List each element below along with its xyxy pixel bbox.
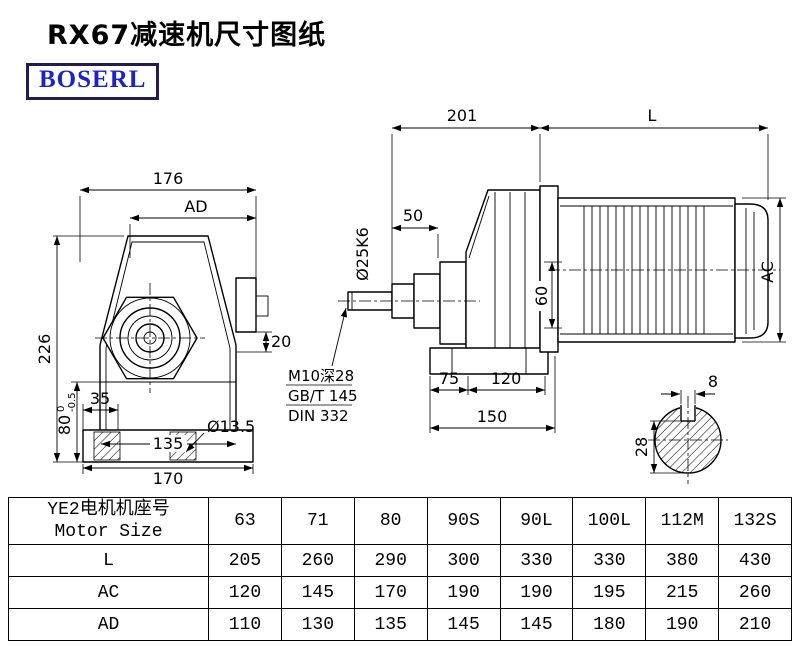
cell-ad-71: 130: [280, 608, 355, 641]
cell-ad-63: 110: [208, 608, 282, 641]
cell-l-132s: 430: [718, 544, 792, 577]
dim-label-50: 50: [403, 206, 423, 225]
dim-label-80-tol-lower: -0.5: [67, 392, 78, 412]
size-col-80: 80: [353, 497, 428, 545]
fan-cover: [734, 203, 769, 339]
table-header-cn: YE2电机机座号: [47, 500, 170, 520]
shaft-section: 8 28: [632, 372, 728, 484]
cell-ac-112m: 215: [645, 576, 720, 609]
size-col-112m: 112M: [645, 497, 720, 545]
cell-ad-90l: 145: [499, 608, 574, 641]
flange-stub: [255, 295, 269, 317]
note-thread: M10深28: [288, 367, 354, 385]
dim-label-ac: AC: [758, 261, 777, 283]
gearbox-base-side: [429, 347, 549, 375]
dim-label-35: 35: [90, 389, 110, 408]
dim-label-176: 176: [153, 169, 184, 188]
cell-ad-100l: 180: [572, 608, 647, 641]
cell-l-100l: 330: [572, 544, 647, 577]
note-din: DIN 332: [288, 407, 349, 425]
cell-ac-80: 170: [353, 576, 428, 609]
size-col-132s: 132S: [718, 497, 792, 545]
dim-label-170: 170: [153, 469, 184, 488]
size-col-100l: 100L: [572, 497, 647, 545]
cell-l-112m: 380: [645, 544, 720, 577]
size-col-90l: 90L: [499, 497, 574, 545]
dim-label-150: 150: [477, 407, 508, 426]
cell-l-80: 290: [353, 544, 428, 577]
table-header-motor-size: YE2电机机座号 Motor Size: [8, 497, 209, 545]
size-col-71: 71: [280, 497, 355, 545]
housing-ribs: [494, 192, 526, 350]
housing-outline-front: [99, 235, 237, 430]
cell-ac-90l: 190: [499, 576, 574, 609]
dim-label-hole: Ø13.5: [207, 417, 255, 436]
side-view: 201 L 50 Ø25K6 60 AC M10: [286, 106, 786, 433]
dim-label-135: 135: [153, 434, 184, 453]
cell-ac-71: 145: [280, 576, 355, 609]
dim-label-20: 20: [271, 332, 291, 351]
dim-label-226: 226: [35, 334, 54, 365]
dim-label-75: 75: [439, 369, 459, 388]
cell-ad-112m: 190: [645, 608, 720, 641]
dim-label-key-depth: 28: [632, 437, 651, 457]
row-label-l: L: [8, 544, 209, 577]
dim-label-ad: AD: [184, 197, 207, 216]
bearing-housing: [439, 261, 467, 345]
size-col-90s: 90S: [426, 497, 501, 545]
housing-inner-wall: [105, 241, 231, 430]
dim-label-shaft-dia: Ø25K6: [353, 227, 372, 281]
cell-ac-63: 120: [208, 576, 282, 609]
cell-ac-90s: 190: [426, 576, 501, 609]
boserl-logo: BOSERL: [26, 63, 160, 100]
dim-label-120: 120: [491, 369, 522, 388]
dim-label-l: L: [648, 106, 657, 125]
page-title: RX67减速机尺寸图纸: [47, 20, 327, 51]
cell-ad-132s: 210: [718, 608, 792, 641]
cell-ad-80: 135: [353, 608, 428, 641]
table-row-ac: AC 120 145 170 190 190 195 215 260: [8, 576, 792, 609]
cell-ac-100l: 195: [572, 576, 647, 609]
gear-housing-side: [465, 189, 541, 353]
front-view: 176 AD 226 80 0 -0.5 35: [35, 169, 291, 488]
size-col-63: 63: [208, 497, 282, 545]
motor-flange: [539, 185, 559, 353]
cell-l-71: 260: [280, 544, 355, 577]
technical-drawing: 176 AD 226 80 0 -0.5 35: [35, 106, 786, 488]
dim-label-key-width: 8: [708, 372, 718, 391]
cell-l-90s: 300: [426, 544, 501, 577]
row-label-ad: AD: [8, 608, 209, 641]
table-row-l: L 205 260 290 300 330 330 380 430: [8, 544, 792, 577]
table-header-en: Motor Size: [54, 522, 163, 542]
side-flange-front: [235, 277, 257, 333]
cell-l-90l: 330: [499, 544, 574, 577]
foot-pad-hatch-left: [93, 431, 121, 461]
cell-l-63: 205: [208, 544, 282, 577]
cell-ad-90s: 145: [426, 608, 501, 641]
row-label-ac: AC: [8, 576, 209, 609]
dimension-table: YE2电机机座号 Motor Size 63 71 80 90S 90L 100…: [8, 497, 792, 641]
dim-label-201: 201: [447, 106, 478, 125]
dim-label-80: 80: [55, 415, 74, 435]
table-row-ad: AD 110 130 135 145 145 180 190 210: [8, 608, 792, 641]
dim-label-80-tol-upper: 0: [56, 406, 67, 412]
dim-label-60: 60: [532, 286, 551, 306]
dim-label-80-group: 80 0 -0.5: [55, 392, 78, 435]
note-gbt: GB/T 145: [288, 387, 358, 405]
cell-ac-132s: 260: [718, 576, 792, 609]
